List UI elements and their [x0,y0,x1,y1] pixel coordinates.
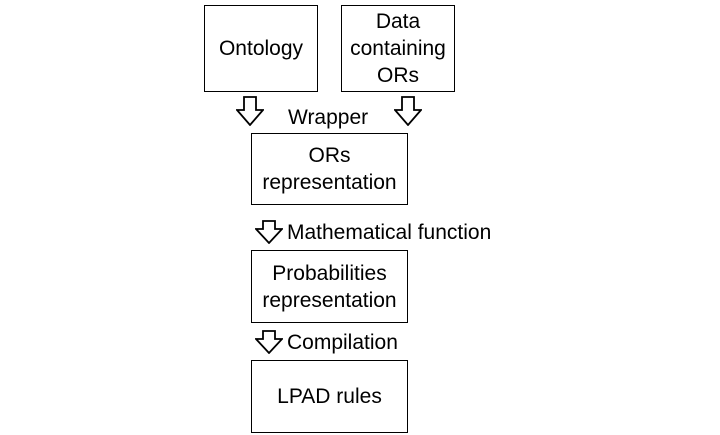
lpad-rules-label: LPAD rules [277,385,382,408]
down-arrow-icon [394,96,422,126]
data-containing-ors-label: Data containing ORs [350,10,446,87]
lpad-rules-box: LPAD rules [251,360,408,433]
down-arrow-icon [255,220,283,244]
ors-representation-box: ORs representation [251,133,408,205]
probabilities-representation-box: Probabilities representation [251,250,408,323]
data-containing-ors-box: Data containing ORs [341,5,455,92]
ontology-box: Ontology [204,5,318,92]
ontology-label: Ontology [218,37,304,60]
down-arrow-icon [236,96,264,126]
probabilities-representation-label: Probabilities representation [262,261,397,312]
compilation-label: Compilation [287,331,398,354]
ors-representation-label: ORs representation [262,144,397,194]
mathematical-function-label: Mathematical function [287,221,492,244]
wrapper-label: Wrapper [288,106,369,129]
down-arrow-icon [255,330,283,354]
